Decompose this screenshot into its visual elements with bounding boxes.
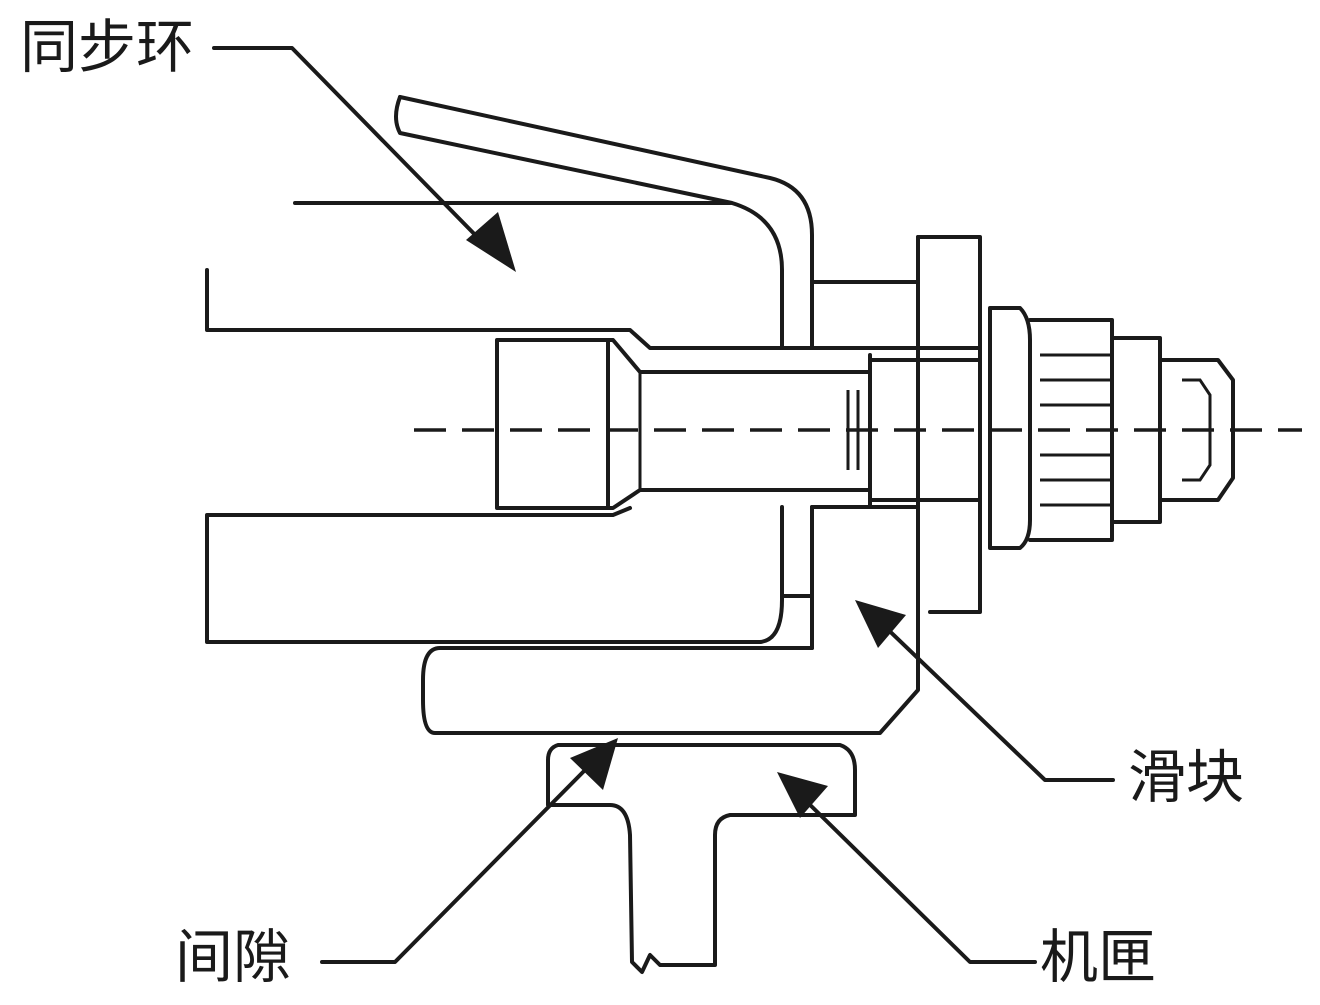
shaft-pin: [495, 338, 982, 510]
upper-housing: [205, 201, 982, 350]
label-casing: 机匣: [1040, 923, 1157, 991]
arrow-casing: [777, 772, 828, 818]
flange-plate: [421, 235, 982, 735]
leader-gap: [320, 738, 618, 964]
lower-arm: [205, 505, 920, 644]
nut-assembly: [988, 306, 1235, 550]
arrow-slider: [855, 600, 906, 648]
arrow-sync-ring: [466, 212, 516, 272]
arrow-gap: [570, 738, 618, 790]
casing: [546, 743, 857, 974]
leader-casing: [777, 772, 1037, 964]
label-gap: 间隙: [175, 923, 292, 991]
label-slider: 滑块: [1128, 743, 1245, 811]
leader-sync-ring: [212, 46, 516, 272]
sync-ring-bracket: [394, 95, 814, 650]
label-sync-ring: 同步环: [20, 13, 195, 81]
leader-slider: [855, 600, 1115, 782]
